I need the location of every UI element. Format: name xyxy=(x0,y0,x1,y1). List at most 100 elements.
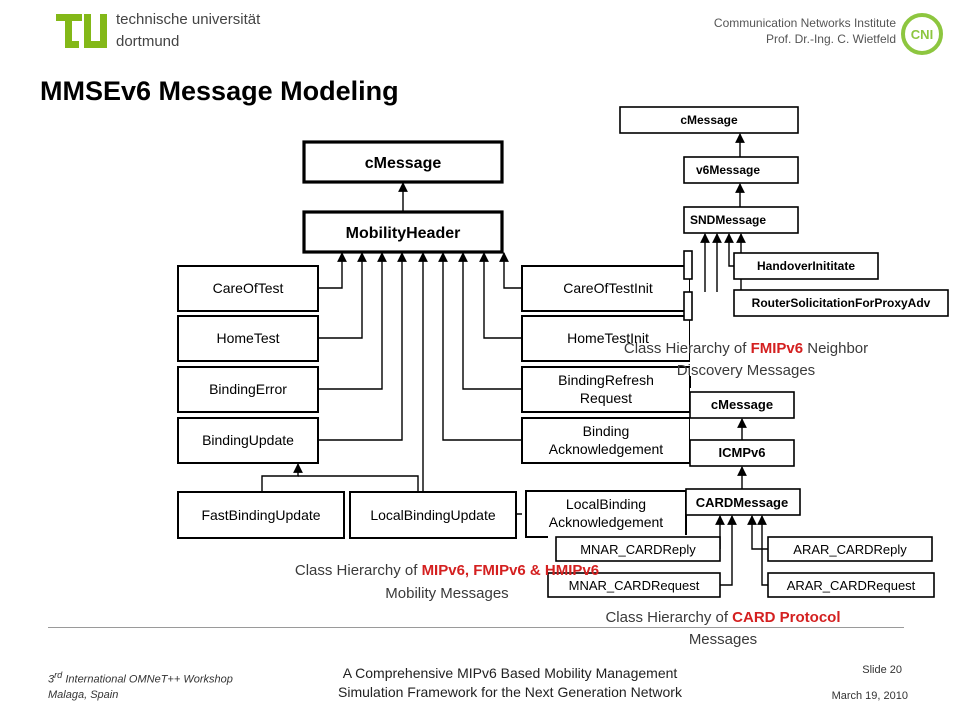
card-box-mnar-cardreply xyxy=(555,536,721,562)
class-label-bindingerror: BindingError xyxy=(209,381,287,397)
class-box-bindingrefreshrequest xyxy=(521,366,691,413)
fmipv6-caption-line-2: Discovery Messages xyxy=(677,362,815,379)
tu-logo-u-left xyxy=(84,14,91,48)
class-box-hometest xyxy=(177,315,319,362)
card-connector-arar-request xyxy=(757,515,768,586)
class-label-fastbindingupdate: FastBindingUpdate xyxy=(201,507,320,523)
tu-logo-foot xyxy=(65,41,79,48)
slide-number: Slide 20 xyxy=(862,664,902,676)
card-caption-prefix: Class Hierarchy of xyxy=(605,609,732,626)
slide-date: March 19, 2010 xyxy=(831,690,908,702)
fmipv6-connector-handoverinititate xyxy=(724,233,734,267)
fmipv6-label-v6message: v6Message xyxy=(696,163,760,177)
fmipv6-box-handoverinititate xyxy=(733,252,879,280)
class-box-mobilityheader xyxy=(302,210,504,254)
class-label-mobilityheader: MobilityHeader xyxy=(346,225,461,242)
card-label-arar-cardreply: ARAR_CARDReply xyxy=(793,542,907,557)
paper-title-line-1: A Comprehensive MIPv6 Based Mobility Man… xyxy=(342,665,678,681)
class-label-line: Acknowledgement xyxy=(549,441,664,457)
workshop-name: 3rd International OMNeT++ Workshop xyxy=(48,668,233,688)
fmipv6-box-cmessage xyxy=(619,106,799,134)
paper-title-line-2: Simulation Framework for the Next Genera… xyxy=(338,684,682,700)
connector-hometest xyxy=(318,252,367,339)
footer-divider xyxy=(48,627,904,628)
connector-localbindingupdate xyxy=(298,475,419,492)
fmipv6-box-hidden-1 xyxy=(683,250,693,280)
cni-logo: CNI xyxy=(901,13,943,55)
institute-line-1: Communication Networks Institute xyxy=(713,16,896,30)
class-label-line: BindingRefresh xyxy=(558,372,654,388)
class-box-fastbindingupdate xyxy=(177,491,345,539)
workshop-rest: International OMNeT++ Workshop xyxy=(62,673,233,686)
fmipv6-box-hidden-2 xyxy=(683,291,693,321)
fmipv6-hierarchy: cMessage v6Message SNDMessage HandoverIn… xyxy=(619,106,949,321)
fmipv6-label-cmessage: cMessage xyxy=(680,113,738,127)
fmipv6-caption-prefix: Class Hierarchy of xyxy=(624,340,751,357)
class-box-localbindingacknowledgement xyxy=(525,490,687,538)
class-label-careoftest: CareOfTest xyxy=(213,280,284,296)
card-label-mnar-cardrequest: MNAR_CARDRequest xyxy=(569,578,700,593)
class-label-bindingupdate: BindingUpdate xyxy=(202,432,294,448)
connector-bindingacknowledgement xyxy=(438,252,522,441)
connector-localbindingacknowledgement xyxy=(418,252,522,515)
card-box-cmessage xyxy=(689,391,795,419)
card-box-arar-cardrequest xyxy=(767,572,935,598)
cni-logo-ring xyxy=(901,13,943,55)
mobility-caption-highlight: MIPv6, FMIPv6 & HMIPv6 xyxy=(422,562,600,579)
paper-title: A Comprehensive MIPv6 Based Mobility Man… xyxy=(300,664,720,702)
workshop-ordinal-suffix: rd xyxy=(54,670,63,680)
class-label-hometest: HomeTest xyxy=(216,330,279,346)
cni-logo-text: CNI xyxy=(911,27,933,42)
fmipv6-box-sndmessage xyxy=(683,206,799,234)
workshop-location: Malaga, Spain xyxy=(48,688,119,701)
card-label-arar-cardrequest: ARAR_CARDRequest xyxy=(787,578,916,593)
card-label-cmessage: cMessage xyxy=(711,397,773,412)
class-label-line: LocalBinding xyxy=(566,496,646,512)
mobility-hierarchy: cMessage MobilityHeader CareOfTest HomeT… xyxy=(177,140,691,539)
fmipv6-box-routersolicitation xyxy=(733,289,949,317)
card-caption-line-2: Messages xyxy=(689,631,757,648)
connector-bindingrefreshrequest xyxy=(458,252,522,390)
class-box-careoftest xyxy=(177,265,319,312)
university-line-1: technische universität xyxy=(116,11,261,28)
connector-bindingerror xyxy=(318,252,387,390)
mobility-caption-prefix: Class Hierarchy of xyxy=(295,562,422,579)
institute-name: Communication Networks Institute Prof. D… xyxy=(714,15,896,47)
tu-logo-u-right xyxy=(100,14,107,48)
tu-logo-u-bottom xyxy=(84,41,107,48)
card-hierarchy: cMessage ICMPv6 CARDMessage MNAR_CARDRep… xyxy=(547,391,935,598)
university-name: technische universität dortmund xyxy=(116,9,260,53)
fmipv6-label-routersolicitation: RouterSolicitationForProxyAdv xyxy=(752,296,931,310)
card-label-cardmessage: CARDMessage xyxy=(696,495,788,510)
card-connector-mnar-request xyxy=(720,515,737,586)
class-box-bindingupdate xyxy=(177,417,319,464)
class-box-careoftestinit xyxy=(521,265,691,312)
card-box-icmpv6 xyxy=(689,439,795,467)
class-label-cmessage: cMessage xyxy=(365,155,442,172)
fmipv6-box-v6message xyxy=(683,156,799,184)
connector-careoftest xyxy=(318,252,347,289)
mobility-caption-line-2: Mobility Messages xyxy=(385,585,508,602)
fmipv6-caption-line-1: Class Hierarchy of FMIPv6 Neighbor xyxy=(624,340,868,357)
connector-bindingupdate xyxy=(318,252,407,441)
page-title: MMSEv6 Message Modeling xyxy=(40,76,399,106)
card-box-arar-cardreply xyxy=(767,536,933,562)
institute-line-2: Prof. Dr.-Ing. C. Wietfeld xyxy=(765,32,896,46)
tu-logo-stem xyxy=(65,14,72,48)
connector-hometestinit xyxy=(479,252,522,339)
class-box-cmessage xyxy=(302,140,504,184)
class-label-localbindingupdate: LocalBindingUpdate xyxy=(370,507,496,523)
class-label-line: Binding xyxy=(583,423,630,439)
university-line-2: dortmund xyxy=(116,33,180,50)
tu-logo xyxy=(56,14,107,48)
mobility-caption-line-1: Class Hierarchy of MIPv6, FMIPv6 & HMIPv… xyxy=(295,562,599,579)
card-box-cardmessage xyxy=(685,488,801,516)
class-box-localbindingupdate xyxy=(349,491,517,539)
class-label-careoftestinit: CareOfTestInit xyxy=(563,280,653,296)
fmipv6-caption-suffix: Neighbor xyxy=(803,340,868,357)
